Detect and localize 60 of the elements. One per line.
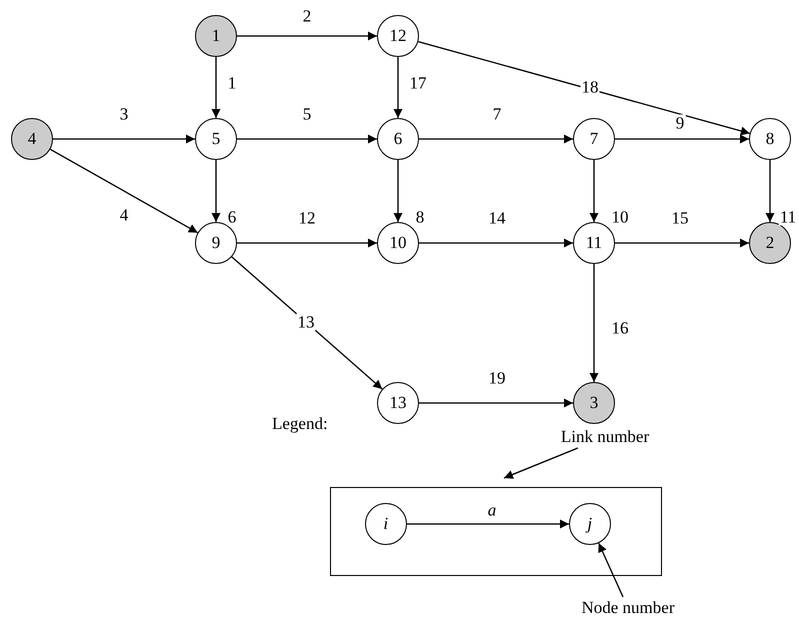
edge-label: 11 xyxy=(778,208,798,226)
node-circle: 5 xyxy=(195,118,237,160)
edge-label: 4 xyxy=(118,206,130,224)
node-circle: 13 xyxy=(377,382,419,424)
node-circle: 9 xyxy=(195,222,237,264)
edge-label: 19 xyxy=(488,370,506,386)
arrow xyxy=(766,160,774,222)
arrow xyxy=(407,520,569,528)
arrow xyxy=(212,160,220,222)
leader-line xyxy=(598,542,624,598)
node-circle: 7 xyxy=(573,118,615,160)
arrow xyxy=(419,134,573,144)
edge-label: 1 xyxy=(226,74,238,92)
node-circle: 1 xyxy=(195,15,237,57)
node-circle: i xyxy=(364,502,407,545)
legend-box xyxy=(330,487,662,576)
node-circle: j xyxy=(568,502,611,545)
node-circle: 6 xyxy=(377,118,419,160)
node-circle: 4 xyxy=(11,118,53,160)
edge-label: 17 xyxy=(408,74,428,92)
arrow xyxy=(590,264,598,382)
node-circle: 10 xyxy=(377,222,419,264)
node-circle: 2 xyxy=(749,222,791,264)
edge-label: 18 xyxy=(580,78,600,96)
node-circle: 8 xyxy=(749,118,791,160)
arrow xyxy=(237,238,377,248)
edge-label: 14 xyxy=(488,210,506,226)
arrow xyxy=(231,256,383,390)
edge-label: 5 xyxy=(302,106,312,122)
legend-heading: Legend: xyxy=(272,414,328,434)
edge-label: 10 xyxy=(610,208,630,226)
edge-label: 13 xyxy=(296,314,316,330)
edge-label: 15 xyxy=(670,210,690,226)
arrow xyxy=(212,57,220,118)
leader-text: Node number xyxy=(574,597,682,619)
arrow xyxy=(394,57,402,118)
node-circle: 11 xyxy=(573,222,615,264)
leader-line xyxy=(504,447,578,479)
leader-text: Link number xyxy=(556,426,654,448)
edge-label: 9 xyxy=(674,114,686,132)
arrow xyxy=(615,134,749,144)
edge-label: 7 xyxy=(492,106,502,122)
arrow xyxy=(394,160,402,222)
arrow xyxy=(237,134,377,144)
edge-label: 12 xyxy=(298,210,316,226)
edge-label: 3 xyxy=(118,106,130,122)
node-circle: 12 xyxy=(377,15,419,57)
arrow xyxy=(615,238,749,248)
arrow xyxy=(418,40,750,136)
arrow xyxy=(590,160,598,222)
edge-label: 16 xyxy=(610,320,630,336)
arrow xyxy=(419,238,573,248)
edge-label: 6 xyxy=(226,208,238,226)
arrow xyxy=(53,134,195,144)
arrow xyxy=(50,148,198,234)
edge-label: 2 xyxy=(302,8,312,24)
node-circle: 3 xyxy=(573,382,615,424)
arrow xyxy=(419,398,573,408)
edge-label: 8 xyxy=(414,208,426,226)
arrow xyxy=(237,32,377,40)
